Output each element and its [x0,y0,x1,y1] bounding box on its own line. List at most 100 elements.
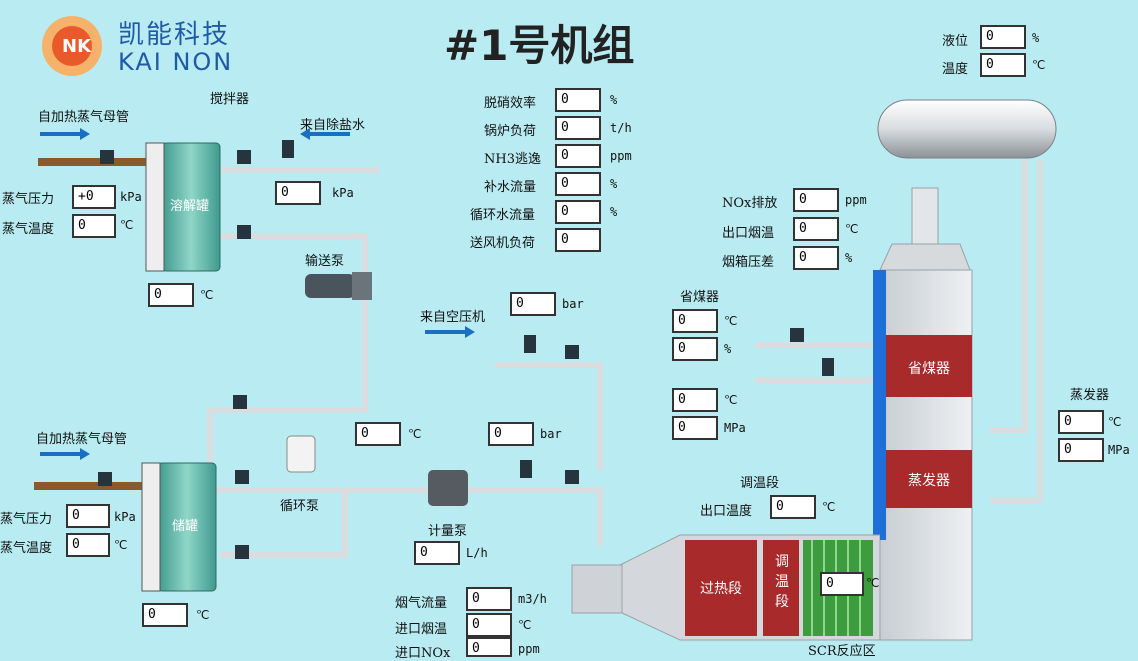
superheater-section-label: 过热段 [700,581,742,597]
label-desalinated-water: 来自除盐水 [300,118,366,133]
temper-outlet-field: 0 [770,495,816,519]
label-evaporator: 蒸发器 [1070,388,1110,403]
label-steam-pressure-bottom: 蒸气压力 [0,512,53,527]
steam-pressure-bottom-field: 0 [66,504,110,528]
nh3-slip-field: 0 [555,144,601,168]
unit-degc-3: ℃ [114,538,128,552]
metering-flow-field: 0 [414,541,460,565]
unit-kpa-2: kPa [332,186,354,200]
label-temper-section: 调温段 [740,476,780,491]
label-nox-emission: NOx排放 [722,196,778,211]
label-nh3-slip: NH3逃逸 [484,152,541,167]
unit-pct-4: % [1032,31,1040,45]
page-title: #1号机组 [444,21,635,70]
temper-block [763,540,799,636]
label-circulation-pump: 循环泵 [280,499,320,514]
unit-pct-2: % [610,177,618,191]
label-storage-tank: 储罐 [172,519,199,534]
level-field: 0 [980,25,1026,49]
company-logo-en: KAI NON [118,48,234,76]
steam-temp-top-field: 0 [72,214,116,238]
makeup-flow-field: 0 [555,172,601,196]
econ-mpa-field: 0 [672,416,718,440]
flue-box-dp-field: 0 [793,246,839,270]
unit-degc-10: ℃ [1108,415,1122,429]
label-steam-header-top: 自加热蒸气母管 [38,110,130,125]
dissolving-tank-temp-field: 0 [148,283,194,307]
temper-section-vertical-label: 调温段 [775,554,789,610]
label-dissolving-tank: 溶解罐 [170,199,210,214]
unit-pct-6: % [724,342,732,356]
unit-degc-5: ℃ [408,427,422,441]
economizer-block [886,335,972,397]
label-outlet-flue-temp: 出口烟温 [722,226,775,241]
steam-pressure-top-field: +0 [72,185,116,209]
steam-drum [877,99,1057,159]
label-fan-load: 送风机负荷 [470,236,536,251]
evaporator-section-label: 蒸发器 [908,473,950,489]
outlet-flue-temp-field: 0 [793,217,839,241]
denox-efficiency-field: 0 [555,88,601,112]
label-flue-box-dp: 烟箱压差 [722,255,775,270]
label-steam-pressure-top: 蒸气压力 [2,192,55,207]
economizer-section-label: 省煤器 [908,361,950,377]
scr-temp-field: 0 [820,572,864,596]
steam-pipe-bottom [34,482,146,490]
econ-temp2-field: 0 [672,388,718,412]
label-makeup-flow: 补水流量 [484,180,537,195]
unit-kpa-3: kPa [114,510,136,524]
label-flue-gas-flow: 烟气流量 [395,596,448,611]
unit-pct-1: % [610,93,618,107]
label-outlet-temp: 出口温度 [700,504,753,519]
steam-pipe-top [38,158,150,166]
label-circ-water-flow: 循环水流量 [470,208,536,223]
unit-kpa-1: kPa [120,190,142,204]
econ-temp-field: 0 [672,309,718,333]
label-scr-zone: SCR反应区 [808,644,876,659]
storage-tank-temp-field: 0 [142,603,188,627]
unit-pct-3: % [610,205,618,219]
unit-bar-1: bar [562,297,584,311]
steam-temp-bottom-field: 0 [66,533,110,557]
unit-ppm-1: ppm [610,149,632,163]
drum-temp-field: 0 [980,53,1026,77]
unit-m3h: m3/h [518,592,547,606]
circ-temp-field: 0 [355,422,401,446]
label-transfer-pump: 输送泵 [305,254,345,269]
company-logo-cn: 凯能科技 [118,20,231,50]
label-denox-efficiency: 脱硝效率 [484,96,537,111]
logo-mark-icon: NK [62,36,92,57]
unit-degc-6: ℃ [1032,58,1046,72]
unit-degc-11: ℃ [822,500,836,514]
label-air-compressor: 来自空压机 [420,310,486,325]
water-pressure-field: 0 [275,181,321,205]
label-stirrer: 搅拌器 [210,92,250,107]
unit-degc-12: ℃ [866,576,880,590]
unit-mpa-2: MPa [1108,443,1130,457]
air-pressure-field: 0 [510,292,556,316]
unit-mpa-1: MPa [724,421,746,435]
unit-degc-4: ℃ [196,608,210,622]
nox-emission-field: 0 [793,188,839,212]
label-level: 液位 [942,34,969,49]
unit-ppm-2: ppm [845,193,867,207]
unit-degc-13: ℃ [518,618,532,632]
unit-tph: t/h [610,121,632,135]
air-pressure2-field: 0 [488,422,534,446]
unit-pct-5: % [845,251,853,265]
unit-degc-7: ℃ [845,222,859,236]
flue-gas-flow-field: 0 [466,587,512,611]
boiler-load-field: 0 [555,116,601,140]
superheater-block [685,540,757,636]
unit-degc-9: ℃ [724,393,738,407]
circ-water-flow-field: 0 [555,200,601,224]
inlet-flue-temp-field: 0 [466,613,512,637]
label-inlet-flue-temp: 进口烟温 [395,622,448,637]
evaporator-block [886,450,972,508]
label-temperature: 温度 [942,62,969,77]
label-metering-pump: 计量泵 [428,524,468,539]
unit-degc-2: ℃ [200,288,214,302]
label-steam-temp-top: 蒸气温度 [2,222,55,237]
